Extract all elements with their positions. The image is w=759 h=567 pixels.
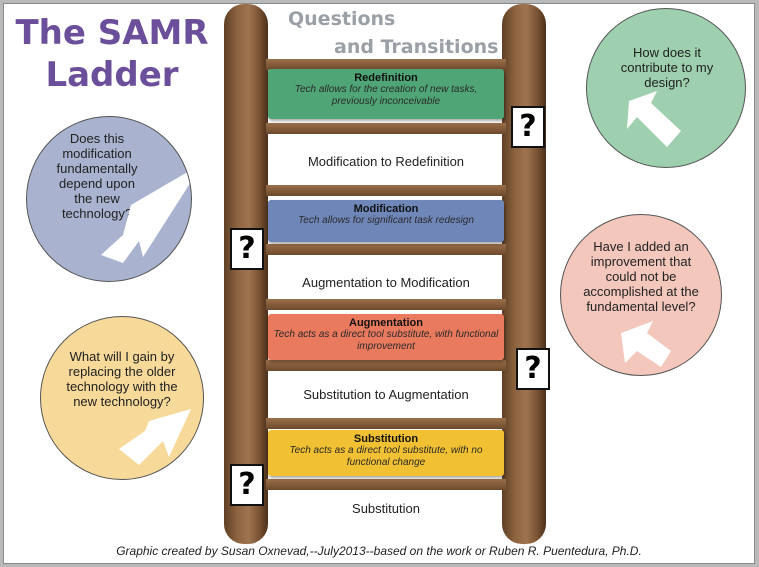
question-text: What will I gain by replacing the older … (66, 349, 178, 409)
title-line-2: Ladder (45, 55, 179, 95)
arrow-icon (101, 170, 191, 263)
ladder-rung (266, 59, 506, 70)
ladder-rung (266, 299, 506, 310)
level-description: Tech allows for significant task redesig… (298, 215, 474, 226)
credit-line: Graphic created by Susan Oxnevad,--July2… (116, 544, 642, 558)
question-bubble-mid-left: Does this modification fundamentally dep… (26, 116, 192, 282)
ladder-rung (266, 123, 506, 134)
header-line-2: and Transitions (334, 36, 499, 58)
level-substitution: Substitution Tech acts as a direct tool … (268, 430, 504, 476)
level-description: Tech allows for the creation of new task… (294, 84, 478, 107)
level-title: Augmentation (349, 317, 423, 329)
page-title: The SAMR Ladder (12, 12, 212, 96)
question-mark-box: ? (230, 228, 264, 270)
question-text: How does it contribute to my design? (620, 45, 714, 90)
level-modification: Modification Tech allows for significant… (268, 200, 504, 242)
arrow-icon (627, 91, 681, 147)
question-mark-box: ? (516, 348, 550, 390)
ladder-right-rail (502, 4, 546, 544)
question-text: Does this modification fundamentally dep… (56, 131, 138, 221)
level-title: Redefinition (354, 72, 418, 84)
question-bubble-bottom-left: What will I gain by replacing the older … (40, 316, 204, 480)
question-mark-box: ? (230, 464, 264, 506)
ladder-rung (266, 185, 506, 196)
arrow-icon (119, 409, 191, 465)
ladder-rung (266, 418, 506, 429)
header-line-1: Questions (288, 8, 396, 30)
question-bubble-mid-right: Have I added an improvement that could n… (560, 214, 722, 376)
samr-graphic: The SAMR Ladder Questions and Transition… (3, 3, 755, 564)
ladder-rung (266, 244, 506, 255)
level-description: Tech acts as a direct tool substitute, w… (289, 445, 483, 468)
question-text: Have I added an improvement that could n… (583, 239, 699, 314)
title-line-1: The SAMR (15, 13, 209, 53)
ladder-rung (266, 479, 506, 490)
transition-modification-to-redefinition: Modification to Redefinition (307, 154, 465, 169)
arrow-icon (621, 321, 671, 367)
level-redefinition: Redefinition Tech allows for the creatio… (268, 69, 504, 119)
transition-substitution: Substitution (352, 501, 420, 516)
level-title: Substitution (353, 433, 419, 445)
transition-substitution-to-augmentation: Substitution to Augmentation (303, 387, 469, 402)
level-title: Modification (353, 203, 419, 215)
question-mark-box: ? (511, 106, 545, 148)
ladder-left-rail (224, 4, 268, 544)
ladder-rung (266, 360, 506, 371)
transition-augmentation-to-modification: Augmentation to Modification (302, 275, 470, 290)
question-bubble-top-right: How does it contribute to my design? (586, 8, 746, 168)
level-augmentation: Augmentation Tech acts as a direct tool … (268, 314, 504, 360)
level-description: Tech acts as a direct tool substitute, w… (273, 329, 499, 352)
